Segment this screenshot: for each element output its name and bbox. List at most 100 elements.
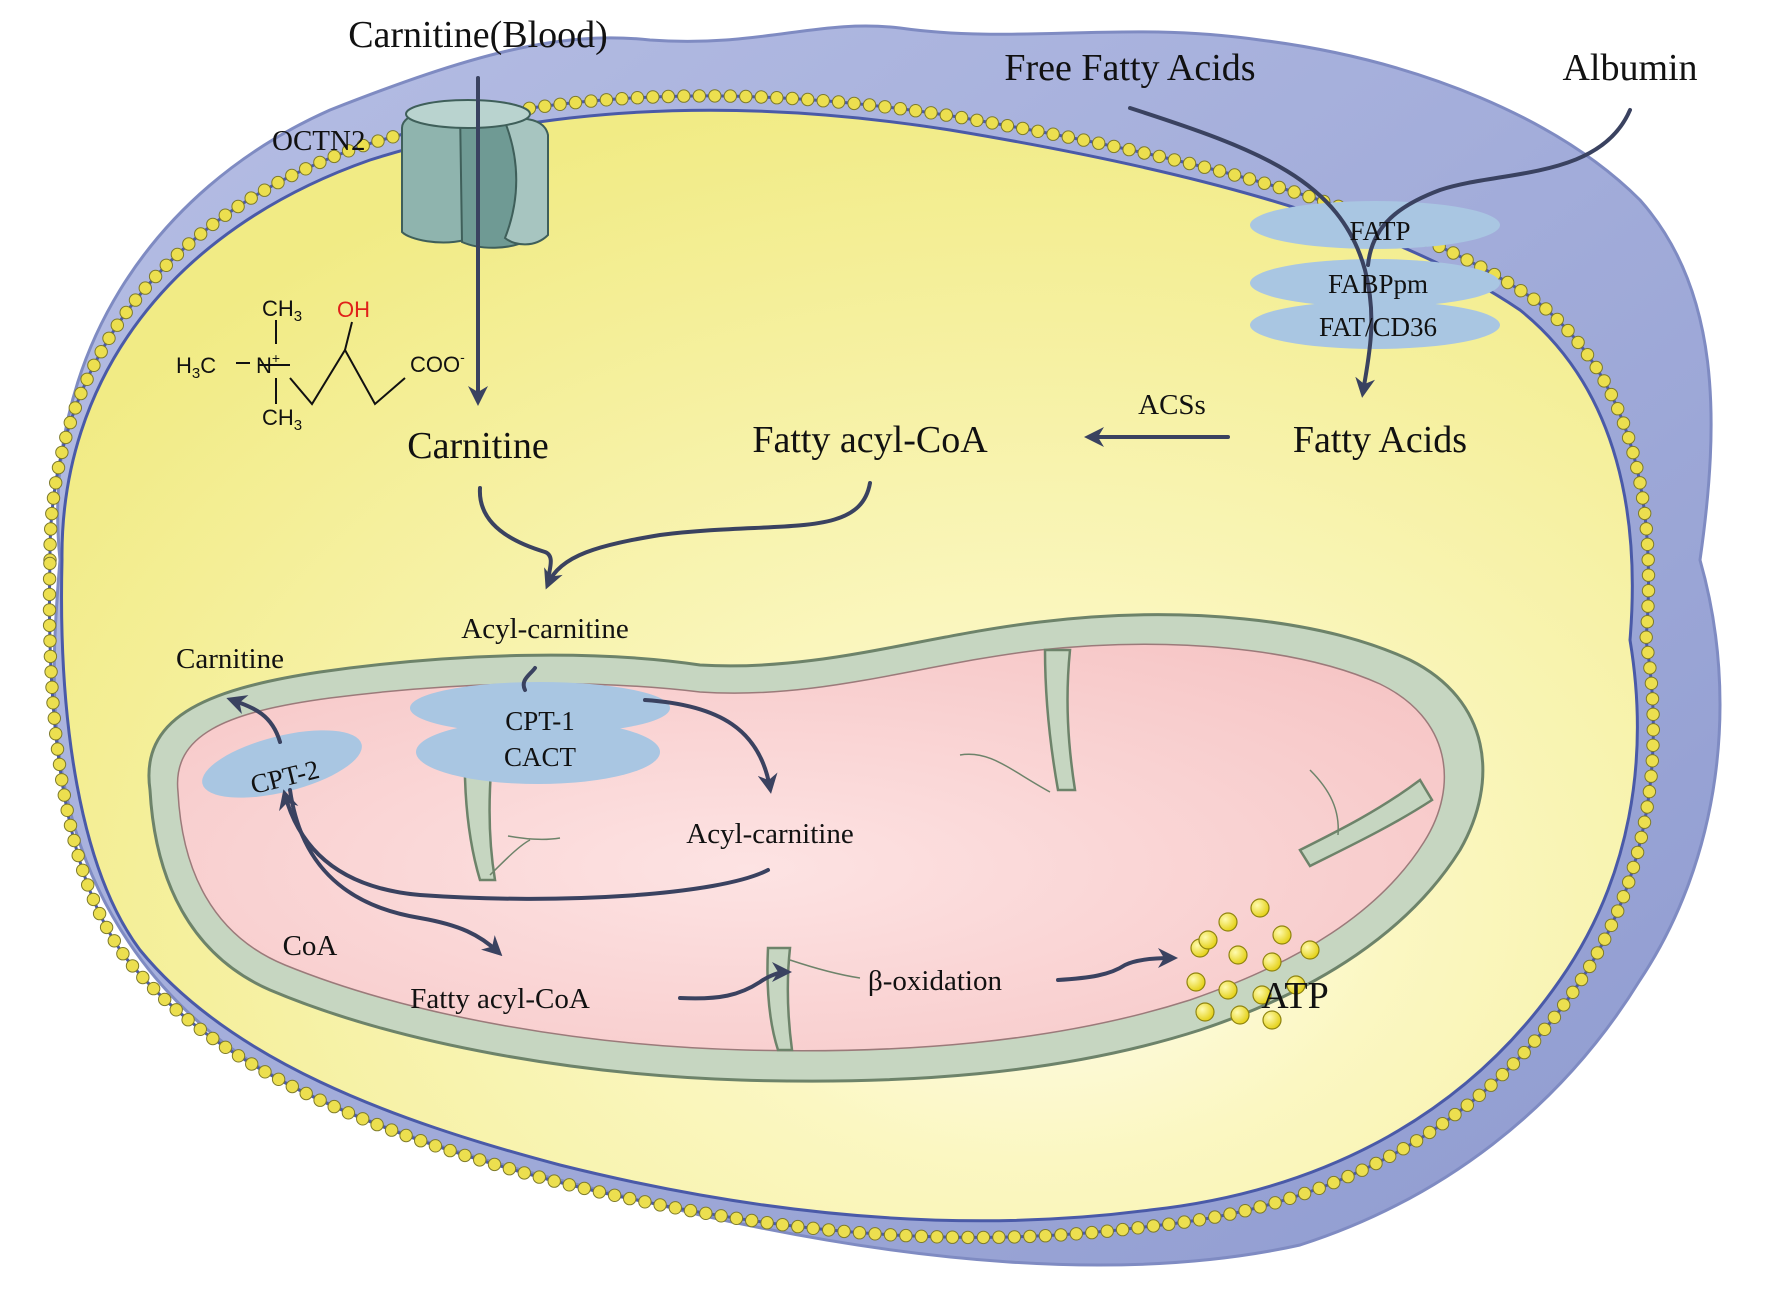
membrane-bead [1637,815,1652,829]
membrane-bead [458,1148,472,1163]
membrane-bead [1327,1175,1341,1190]
membrane-bead [868,1227,882,1241]
membrane-bead [599,93,614,107]
membrane-bead [1152,149,1167,164]
atp-dot [1230,1005,1250,1025]
arrow-acylcarnitine-to-cpt2 [279,789,770,901]
membrane-bead [692,89,706,103]
membrane-bead [136,970,150,985]
membrane-bead [661,89,675,104]
arrow-facoa-to-beta-ox [678,962,792,1001]
membrane-bead [1038,1229,1053,1243]
membrane-bead [1092,136,1106,150]
membrane-bead [770,91,784,105]
membrane-bead [930,1230,944,1244]
membrane-bead [638,1195,652,1209]
membrane-bead [1630,845,1645,860]
membrane-bead [245,1057,259,1071]
membrane-bead [50,742,65,756]
label-carnitine-blood: Carnitine(Blood) [348,14,608,56]
membrane-bead [1547,1010,1562,1024]
membrane-bead [1646,738,1660,752]
membrane-bead [1460,1098,1475,1112]
label-fabppm: FABPpm [1328,269,1428,299]
membrane-bead [43,634,57,648]
atp-dot [1218,912,1238,932]
membrane-bead [1633,476,1647,490]
atp-dot [1262,952,1282,972]
membrane-bead [158,992,172,1007]
membrane-bead [68,401,83,415]
membrane-bead [1031,124,1045,139]
label-fatty-acyl-coa-matrix: Fatty acyl-CoA [410,983,590,1015]
label-fatp: FATP [1349,216,1410,246]
membrane-bead [110,318,125,332]
membrane-bead [791,1219,805,1234]
membrane-bead [116,947,130,961]
membrane-bead [646,90,660,104]
arrow-acylcarnitine-to-cpt1 [521,666,537,692]
label-acss: ACSs [1138,389,1206,421]
label-acyl-carnitine-matrix: Acyl-carnitine [686,818,853,850]
membrane-bead [739,89,753,104]
cact-protein-icon [416,720,660,784]
membrane-bead [1182,156,1197,171]
membrane-bead [473,1153,487,1167]
membrane-bead [1422,1125,1437,1140]
membrane-bead [1550,312,1565,327]
membrane-bead [313,155,327,170]
membrane-bead [194,227,208,241]
membrane-bead [258,1065,272,1079]
membrane-bead [1557,998,1571,1012]
membrane-bead [1639,522,1654,536]
membrane-bead [1448,1107,1462,1122]
membrane-bead [87,358,101,372]
membrane-bead [218,208,233,222]
membrane-bead [43,537,57,552]
membrane-bead [125,959,140,973]
membrane-bead [924,106,938,120]
cpt2-protein-icon [202,730,362,798]
membrane-bead [1641,645,1655,660]
atp-dot [1198,930,1218,950]
membrane-bead [1409,1134,1424,1148]
arrow-ffa-to-fatty-acids [1128,106,1376,398]
membrane-bead [44,665,58,679]
membrane-bead [1589,360,1603,375]
membrane-bead [553,97,567,112]
membrane-bead [1590,946,1605,960]
label-fat-cd36: FAT/CD36 [1319,312,1437,342]
membrane-bead [1645,692,1660,706]
membrane-bead [1283,1191,1297,1206]
membrane-bead [1257,176,1272,190]
membrane-bead [1253,1200,1267,1214]
membrane-bead [231,1049,246,1063]
membrane-bead [193,1022,208,1037]
membrane-bead [138,281,153,295]
cpt1-protein-icon [410,682,670,734]
membrane-bead [970,113,984,128]
membrane-bead [170,247,185,262]
arrow-cpt2-release-carnitine [226,695,282,744]
membrane-bead [1046,127,1060,141]
membrane-bead [1122,142,1136,157]
atp-dot [1286,975,1306,995]
membrane-bead [299,1086,313,1101]
membrane-bead [51,460,66,475]
membrane-bead [1641,599,1655,613]
membrane-bead [313,1093,327,1107]
membrane-bead [244,191,258,205]
membrane-bead [1016,121,1030,136]
membrane-bead [677,89,691,103]
chem-ch3-bottom: CH3 [262,405,302,434]
membrane-bead [42,618,57,633]
membrane-bead [1484,1078,1498,1092]
membrane-bead [908,104,923,118]
carnitine-structure: CH3 OH H3C N+ COO- CH3 [176,296,465,434]
membrane-bead [1626,445,1640,460]
membrane-bead [94,345,108,359]
membrane-bead [623,1191,637,1206]
membrane-bead [1501,275,1515,290]
membrane-bead [52,757,67,772]
